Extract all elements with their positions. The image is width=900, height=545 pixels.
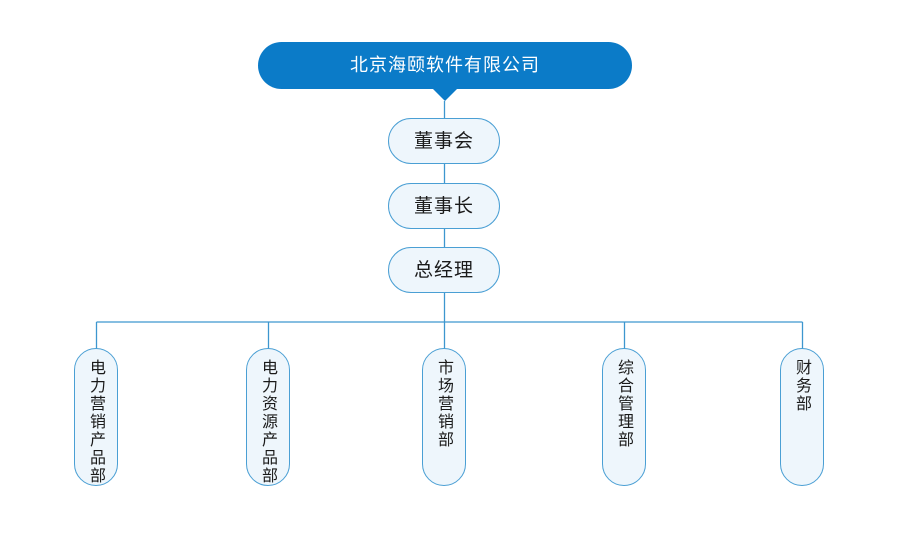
- node-dept-power-marketing-product[interactable]: 电力营销产品部: [74, 348, 118, 486]
- node-board-label: 董事会: [413, 129, 474, 152]
- node-dept-general-management[interactable]: 综合管理部: [602, 348, 646, 486]
- company-root-node[interactable]: 北京海颐软件有限公司: [258, 42, 632, 89]
- company-root-label: 北京海颐软件有限公司: [350, 54, 540, 76]
- company-root-notch: [432, 88, 458, 101]
- node-chairman[interactable]: 董事长: [388, 183, 500, 229]
- node-board[interactable]: 董事会: [388, 118, 500, 164]
- node-dept-power-resource-product[interactable]: 电力资源产品部: [246, 348, 290, 486]
- node-dept-power-marketing-product-label: 电力营销产品部: [87, 359, 106, 485]
- node-general-manager[interactable]: 总经理: [388, 247, 500, 293]
- node-chairman-label: 董事长: [413, 194, 474, 217]
- node-dept-market-marketing[interactable]: 市场营销部: [422, 348, 466, 486]
- node-dept-market-marketing-label: 市场营销部: [435, 359, 454, 449]
- node-dept-general-management-label: 综合管理部: [615, 359, 634, 449]
- node-dept-finance[interactable]: 财务部: [780, 348, 824, 486]
- node-general-manager-label: 总经理: [413, 258, 474, 281]
- node-dept-finance-label: 财务部: [793, 359, 812, 413]
- node-dept-power-resource-product-label: 电力资源产品部: [259, 359, 278, 485]
